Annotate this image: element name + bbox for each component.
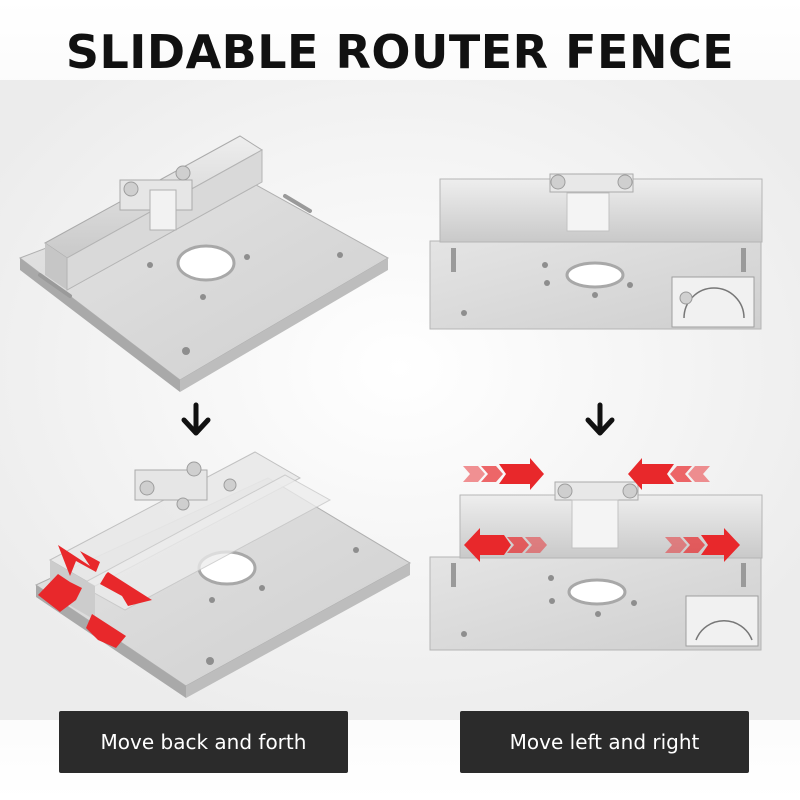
caption-move-left-and-right: Move left and right bbox=[460, 711, 749, 773]
page-title: SLIDABLE ROUTER FENCE bbox=[65, 25, 735, 79]
router-table-bottom-right bbox=[429, 481, 763, 651]
down-arrow-icon bbox=[181, 402, 211, 436]
red-direction-arrow-icon bbox=[463, 458, 740, 562]
down-arrow-icon bbox=[585, 402, 615, 436]
router-table-top-left bbox=[18, 135, 390, 392]
red-direction-arrow-icon bbox=[38, 545, 152, 648]
router-table-bottom-left bbox=[34, 451, 412, 698]
router-table-top-right bbox=[429, 173, 763, 330]
caption-move-back-and-forth: Move back and forth bbox=[59, 711, 348, 773]
